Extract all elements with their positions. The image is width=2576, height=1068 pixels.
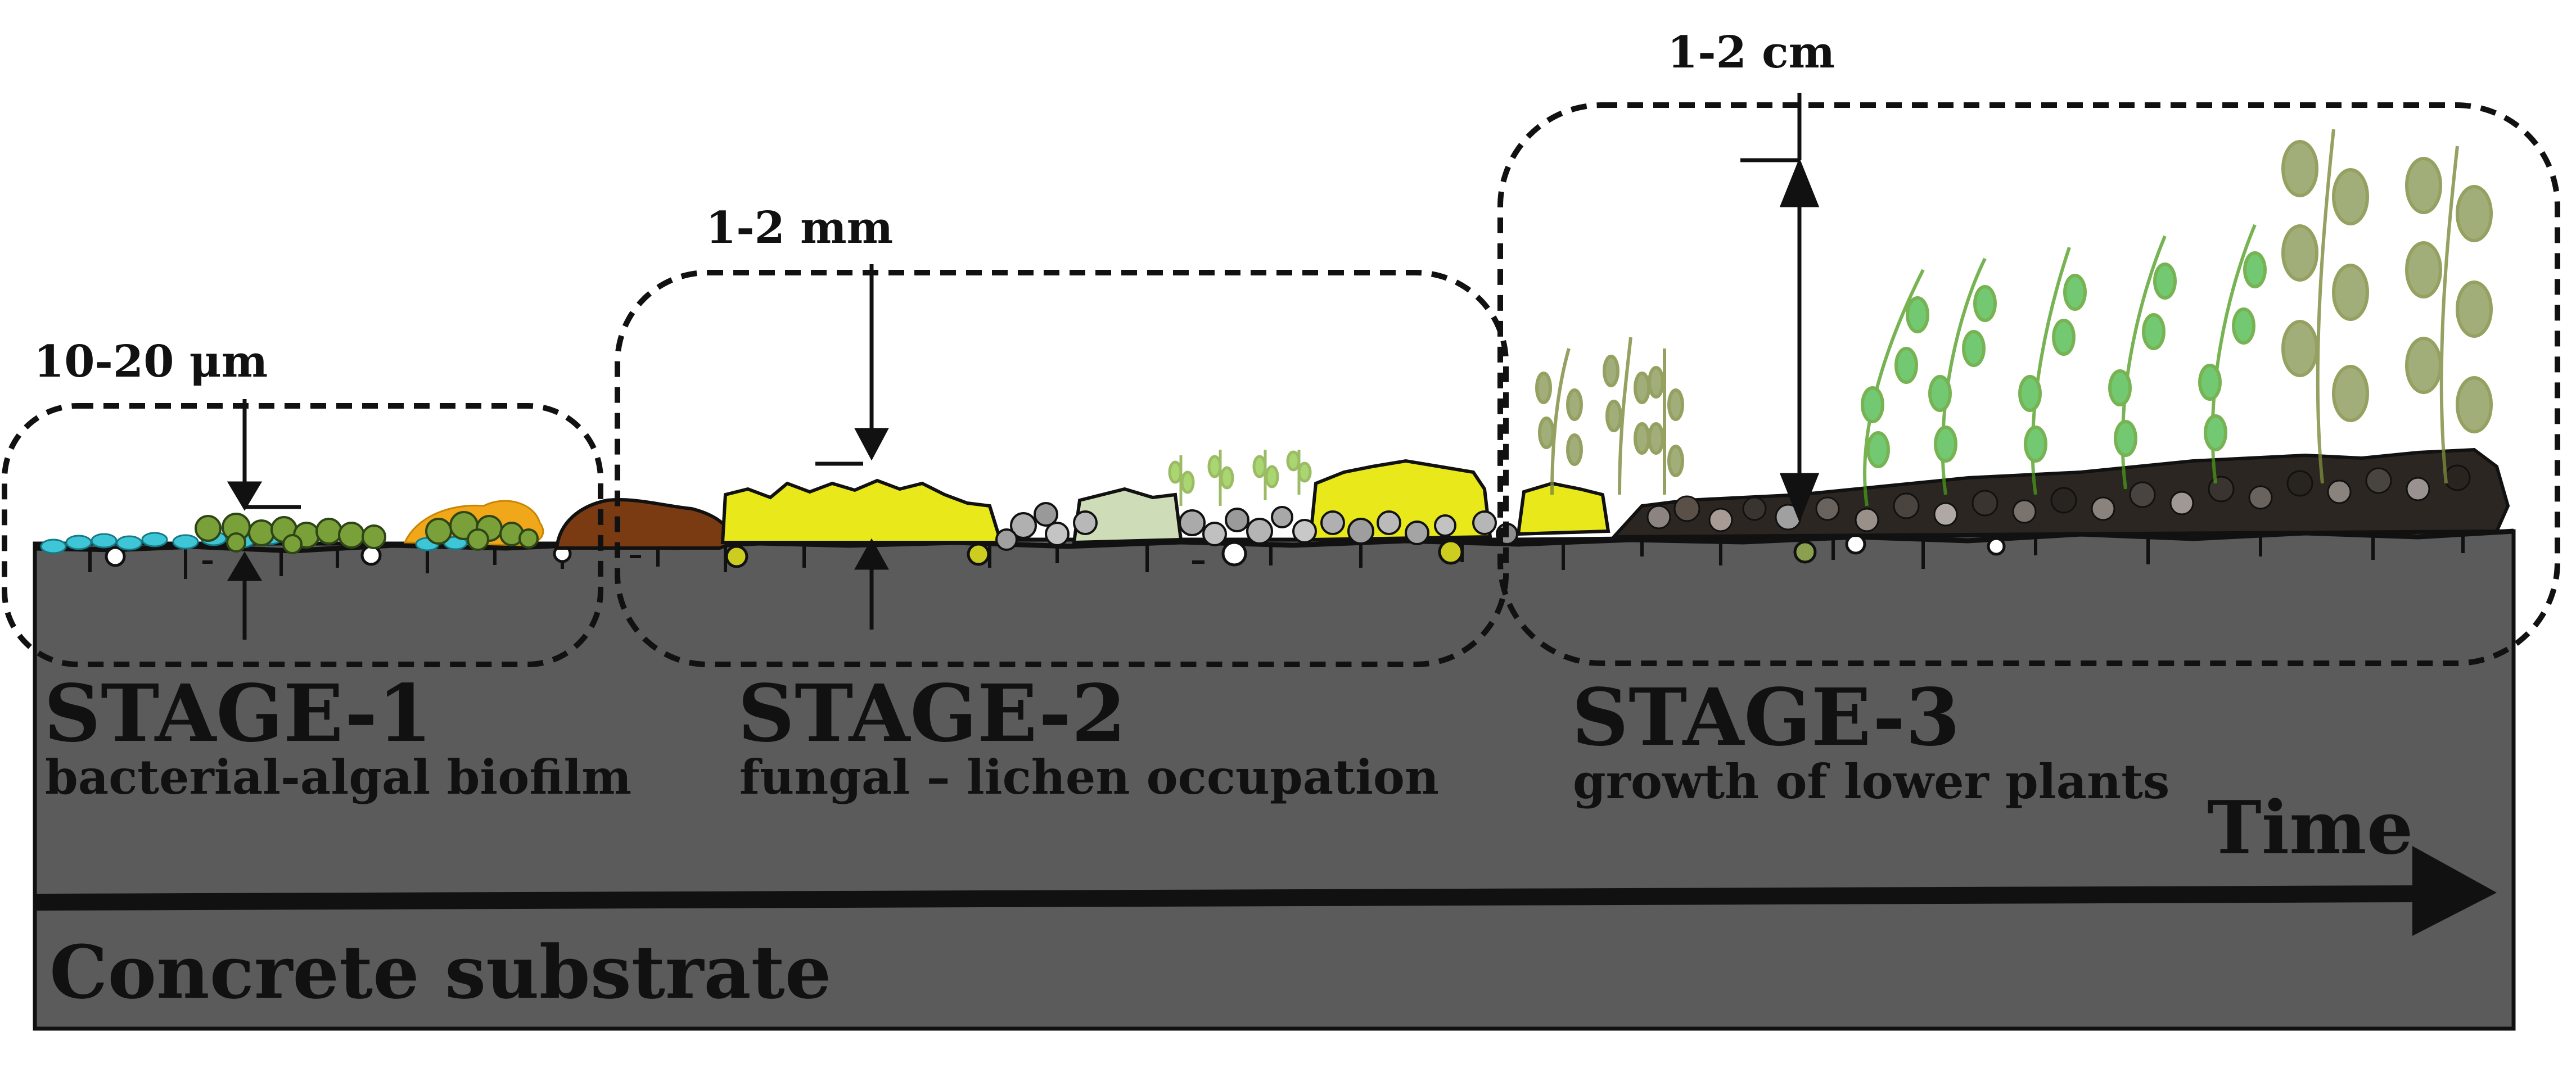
pebbles-stage2 (995, 502, 1518, 551)
stage1-subtitle: bacterial-algal biofilm (45, 749, 631, 805)
stage1-outline (2, 403, 603, 667)
surface-pores (105, 533, 2006, 568)
stage2-outline (615, 270, 1509, 667)
stage2-title: STAGE-2 (738, 668, 1126, 760)
large-olive-ferns (2281, 129, 2493, 484)
stage3-title: STAGE-3 (1572, 672, 1960, 764)
stage3-subtitle: growth of lower plants (1573, 754, 2169, 809)
humus-pebbles (1646, 464, 2471, 532)
stage3-outline (1497, 102, 2560, 666)
time-arrow (34, 846, 2497, 936)
stage2-subtitle: fungal – lichen occupation (739, 749, 1439, 805)
brown-crust (554, 498, 736, 550)
yellow-lichen-crust (720, 478, 1004, 544)
small-sprouts-stage2 (1168, 450, 1312, 506)
stage2-lichens (554, 450, 1610, 551)
stage1-title: STAGE-1 (44, 668, 432, 760)
green-moss-fronds (1861, 224, 2267, 506)
stage1-biofilm (40, 500, 544, 554)
stage-outlines (2, 102, 2560, 667)
green-algae-cells (195, 511, 539, 554)
scale-label-stage2: 1-2 mm (706, 202, 893, 254)
scale-markers (227, 93, 1820, 640)
scale-label-stage3: 1-2 cm (1667, 27, 1835, 78)
stage3-plants (1535, 129, 2510, 539)
time-label: Time (2207, 785, 2413, 871)
substrate-label: Concrete substrate (49, 929, 831, 1015)
pale-lichen-patch (1072, 487, 1183, 545)
yellow-lichen-crust-3 (1516, 481, 1610, 536)
scale-label-stage1: 10-20 μm (34, 336, 268, 387)
olive-ferns (1535, 337, 1684, 495)
